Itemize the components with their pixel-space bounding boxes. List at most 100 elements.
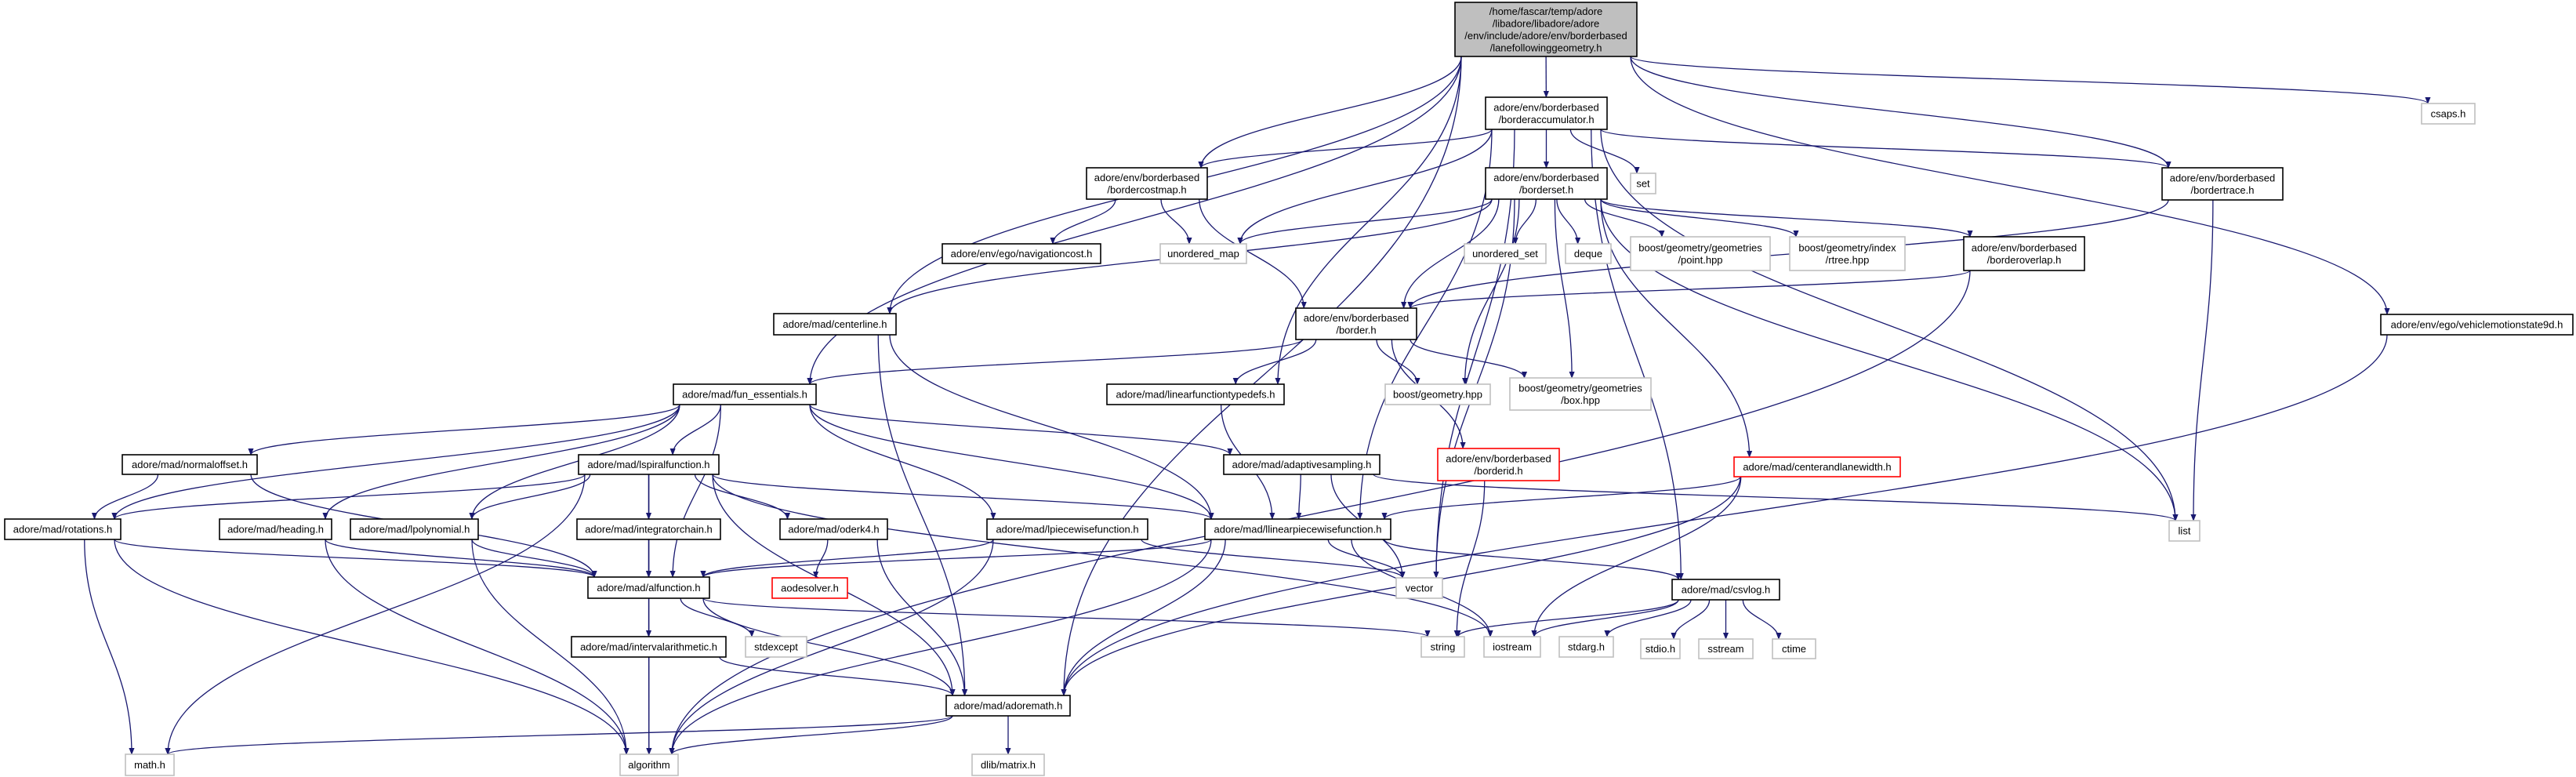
node-label: adore/env/borderbased: [2170, 172, 2275, 183]
node-bordertrace[interactable]: adore/env/borderbased/bordertrace.h: [2161, 167, 2284, 201]
edge-rotations-to-algorithm: [114, 539, 629, 755]
node-adaptivesampling[interactable]: adore/mad/adaptivesampling.h: [1223, 454, 1381, 475]
edge-adoremath-to-algorithm: [669, 715, 953, 755]
edge-rotations-to-alfunction: [114, 539, 597, 578]
edge-fun_essentials-to-lpiecewisefunction: [809, 404, 996, 520]
node-box: [1420, 636, 1465, 658]
node-lspiralfunction[interactable]: adore/mad/lspiralfunction.h: [578, 454, 720, 475]
node-box: [945, 695, 1071, 717]
node-navigationcost[interactable]: adore/env/ego/navigationcost.h: [942, 243, 1101, 264]
node-adoremath[interactable]: adore/mad/adoremath.h: [945, 695, 1071, 717]
node-border[interactable]: adore/env/borderbased/border.h: [1295, 307, 1417, 340]
node-label: math.h: [134, 759, 165, 771]
edge-csvlog-to-stdio: [1671, 599, 1711, 640]
node-lpiecewisefunction[interactable]: adore/mad/lpiecewisefunction.h: [986, 518, 1148, 540]
node-geometry: boost/geometry.hpp: [1384, 383, 1491, 405]
node-oderk4[interactable]: adore/mad/oderk4.h: [779, 518, 888, 540]
edge-borderset-to-centerandlanewidth: [1600, 198, 1753, 458]
node-unordered_map: unordered_map: [1159, 243, 1247, 264]
node-box: [219, 518, 332, 540]
edge-borderset-to-deque: [1556, 198, 1581, 245]
node-label: adore/mad/alfunction.h: [597, 582, 700, 594]
node-root[interactable]: /home/fascar/temp/adore/libadore/libador…: [1454, 2, 1638, 57]
edge-oderk4-to-aodesolver: [813, 539, 829, 579]
node-borderoverlap[interactable]: adore/env/borderbased/borderoverlap.h: [1963, 236, 2085, 271]
edge-lpiecewisefunction-to-alfunction: [700, 539, 994, 578]
node-fun_essentials[interactable]: adore/mad/fun_essentials.h: [673, 383, 817, 405]
edge-borderid-to-string: [1453, 480, 1486, 637]
node-label: aodesolver.h: [781, 583, 839, 594]
edge-root-to-vehiclemotionstate9d: [1630, 56, 2390, 315]
node-label: adore/mad/heading.h: [227, 524, 324, 536]
node-box: [986, 518, 1148, 540]
node-ctime: ctime: [1772, 638, 1816, 659]
nodes-layer: /home/fascar/temp/adore/libadore/libador…: [4, 2, 2574, 776]
node-box: [1558, 636, 1614, 658]
edge-adaptivesampling-to-list: [1373, 474, 2179, 521]
node-normaloffset[interactable]: adore/mad/normaloffset.h: [122, 454, 258, 475]
edge-borderoverlap-to-border: [1407, 270, 1971, 309]
node-linearfunctiontypedefs[interactable]: adore/mad/linearfunctiontypedefs.h: [1106, 383, 1285, 405]
node-aodesolver[interactable]: aodesolver.h: [771, 577, 848, 599]
node-box: [942, 243, 1101, 264]
edge-fun_essentials-to-alfunction: [669, 404, 722, 578]
node-label: unordered_set: [1472, 248, 1538, 260]
node-box: [1671, 579, 1780, 601]
edge-bordercostmap-to-border: [1199, 198, 1307, 309]
node-vehiclemotionstate9d[interactable]: adore/env/ego/vehiclemotionstate9d.h: [2380, 314, 2574, 336]
node-centerandlanewidth[interactable]: adore/mad/centerandlanewidth.h: [1733, 456, 1901, 477]
node-box: [1789, 236, 1906, 271]
edge-lspiralfunction-to-lpolynomial: [469, 474, 591, 520]
node-box: [1772, 638, 1816, 659]
node-llinearpiecewisefunction[interactable]: adore/mad/llinearpiecewisefunction.h: [1204, 518, 1391, 540]
node-label: boost/geometry/geometries: [1518, 382, 1642, 394]
node-box: [587, 576, 710, 599]
node-rotations[interactable]: adore/mad/rotations.h: [4, 518, 122, 540]
node-lpolynomial[interactable]: adore/mad/lpolynomial.h: [350, 518, 479, 540]
node-box: [1454, 2, 1638, 57]
node-box: [779, 518, 888, 540]
node-math: math.h: [125, 753, 175, 776]
edge-llinearpiecewisefunction-to-alfunction: [700, 539, 1212, 578]
node-box: [122, 454, 258, 475]
node-label: /bordertrace.h: [2191, 184, 2255, 196]
edge-alfunction-to-string: [702, 597, 1431, 637]
edge-root-to-bordercostmap: [1198, 56, 1462, 169]
node-borderset[interactable]: adore/env/borderbased/borderset.h: [1485, 167, 1608, 200]
node-borderid[interactable]: adore/env/borderbased/borderid.h: [1437, 448, 1560, 481]
edge-fun_essentials-to-lspiralfunction: [669, 404, 722, 456]
node-label: stdexcept: [754, 641, 798, 653]
node-heading[interactable]: adore/mad/heading.h: [219, 518, 332, 540]
node-label: adore/mad/linearfunctiontypedefs.h: [1116, 389, 1275, 401]
node-centerline[interactable]: adore/mad/centerline.h: [773, 313, 897, 336]
node-box: [1437, 448, 1560, 481]
node-label: adore/mad/lpolynomial.h: [359, 524, 470, 536]
node-list: list: [2168, 520, 2200, 542]
node-box: [1395, 577, 1443, 599]
edge-lpiecewisefunction-to-algorithm: [669, 539, 994, 755]
node-stdexcept: stdexcept: [745, 636, 807, 658]
edge-lspiralfunction-to-math: [165, 474, 586, 755]
edge-normaloffset-to-rotations: [91, 474, 159, 520]
node-alfunction[interactable]: adore/mad/alfunction.h: [587, 576, 710, 599]
node-label: adore/mad/centerline.h: [783, 318, 887, 330]
node-intervalarithmetic[interactable]: adore/mad/intervalarithmetic.h: [571, 636, 727, 658]
node-label: ctime: [1782, 643, 1806, 655]
node-csvlog[interactable]: adore/mad/csvlog.h: [1671, 579, 1780, 601]
edge-borderaccumulator-to-unordered_map: [1237, 129, 1493, 245]
node-label: /box.hpp: [1561, 394, 1600, 406]
node-box: [673, 383, 817, 405]
node-bordercostmap[interactable]: adore/env/borderbased/bordercostmap.h: [1086, 167, 1208, 200]
edge-centerandlanewidth-to-llinearpiecewisefunction: [1381, 476, 1741, 520]
node-integratorchain[interactable]: adore/mad/integratorchain.h: [576, 518, 721, 540]
edge-bordercostmap-to-navigationcost: [1050, 198, 1116, 245]
node-label: adore/env/ego/navigationcost.h: [951, 248, 1093, 260]
node-label: set: [1636, 178, 1650, 190]
edge-heading-to-algorithm: [325, 539, 629, 755]
node-borderaccumulator[interactable]: adore/env/borderbased/borderaccumulator.…: [1485, 96, 1608, 130]
node-box: [619, 753, 679, 776]
edge-root-to-linearfunctiontypedefs: [1275, 56, 1462, 385]
node-sstream: sstream: [1698, 638, 1754, 659]
node-label: iostream: [1493, 641, 1532, 653]
node-rtree: boost/geometry/index/rtree.hpp: [1789, 236, 1906, 271]
